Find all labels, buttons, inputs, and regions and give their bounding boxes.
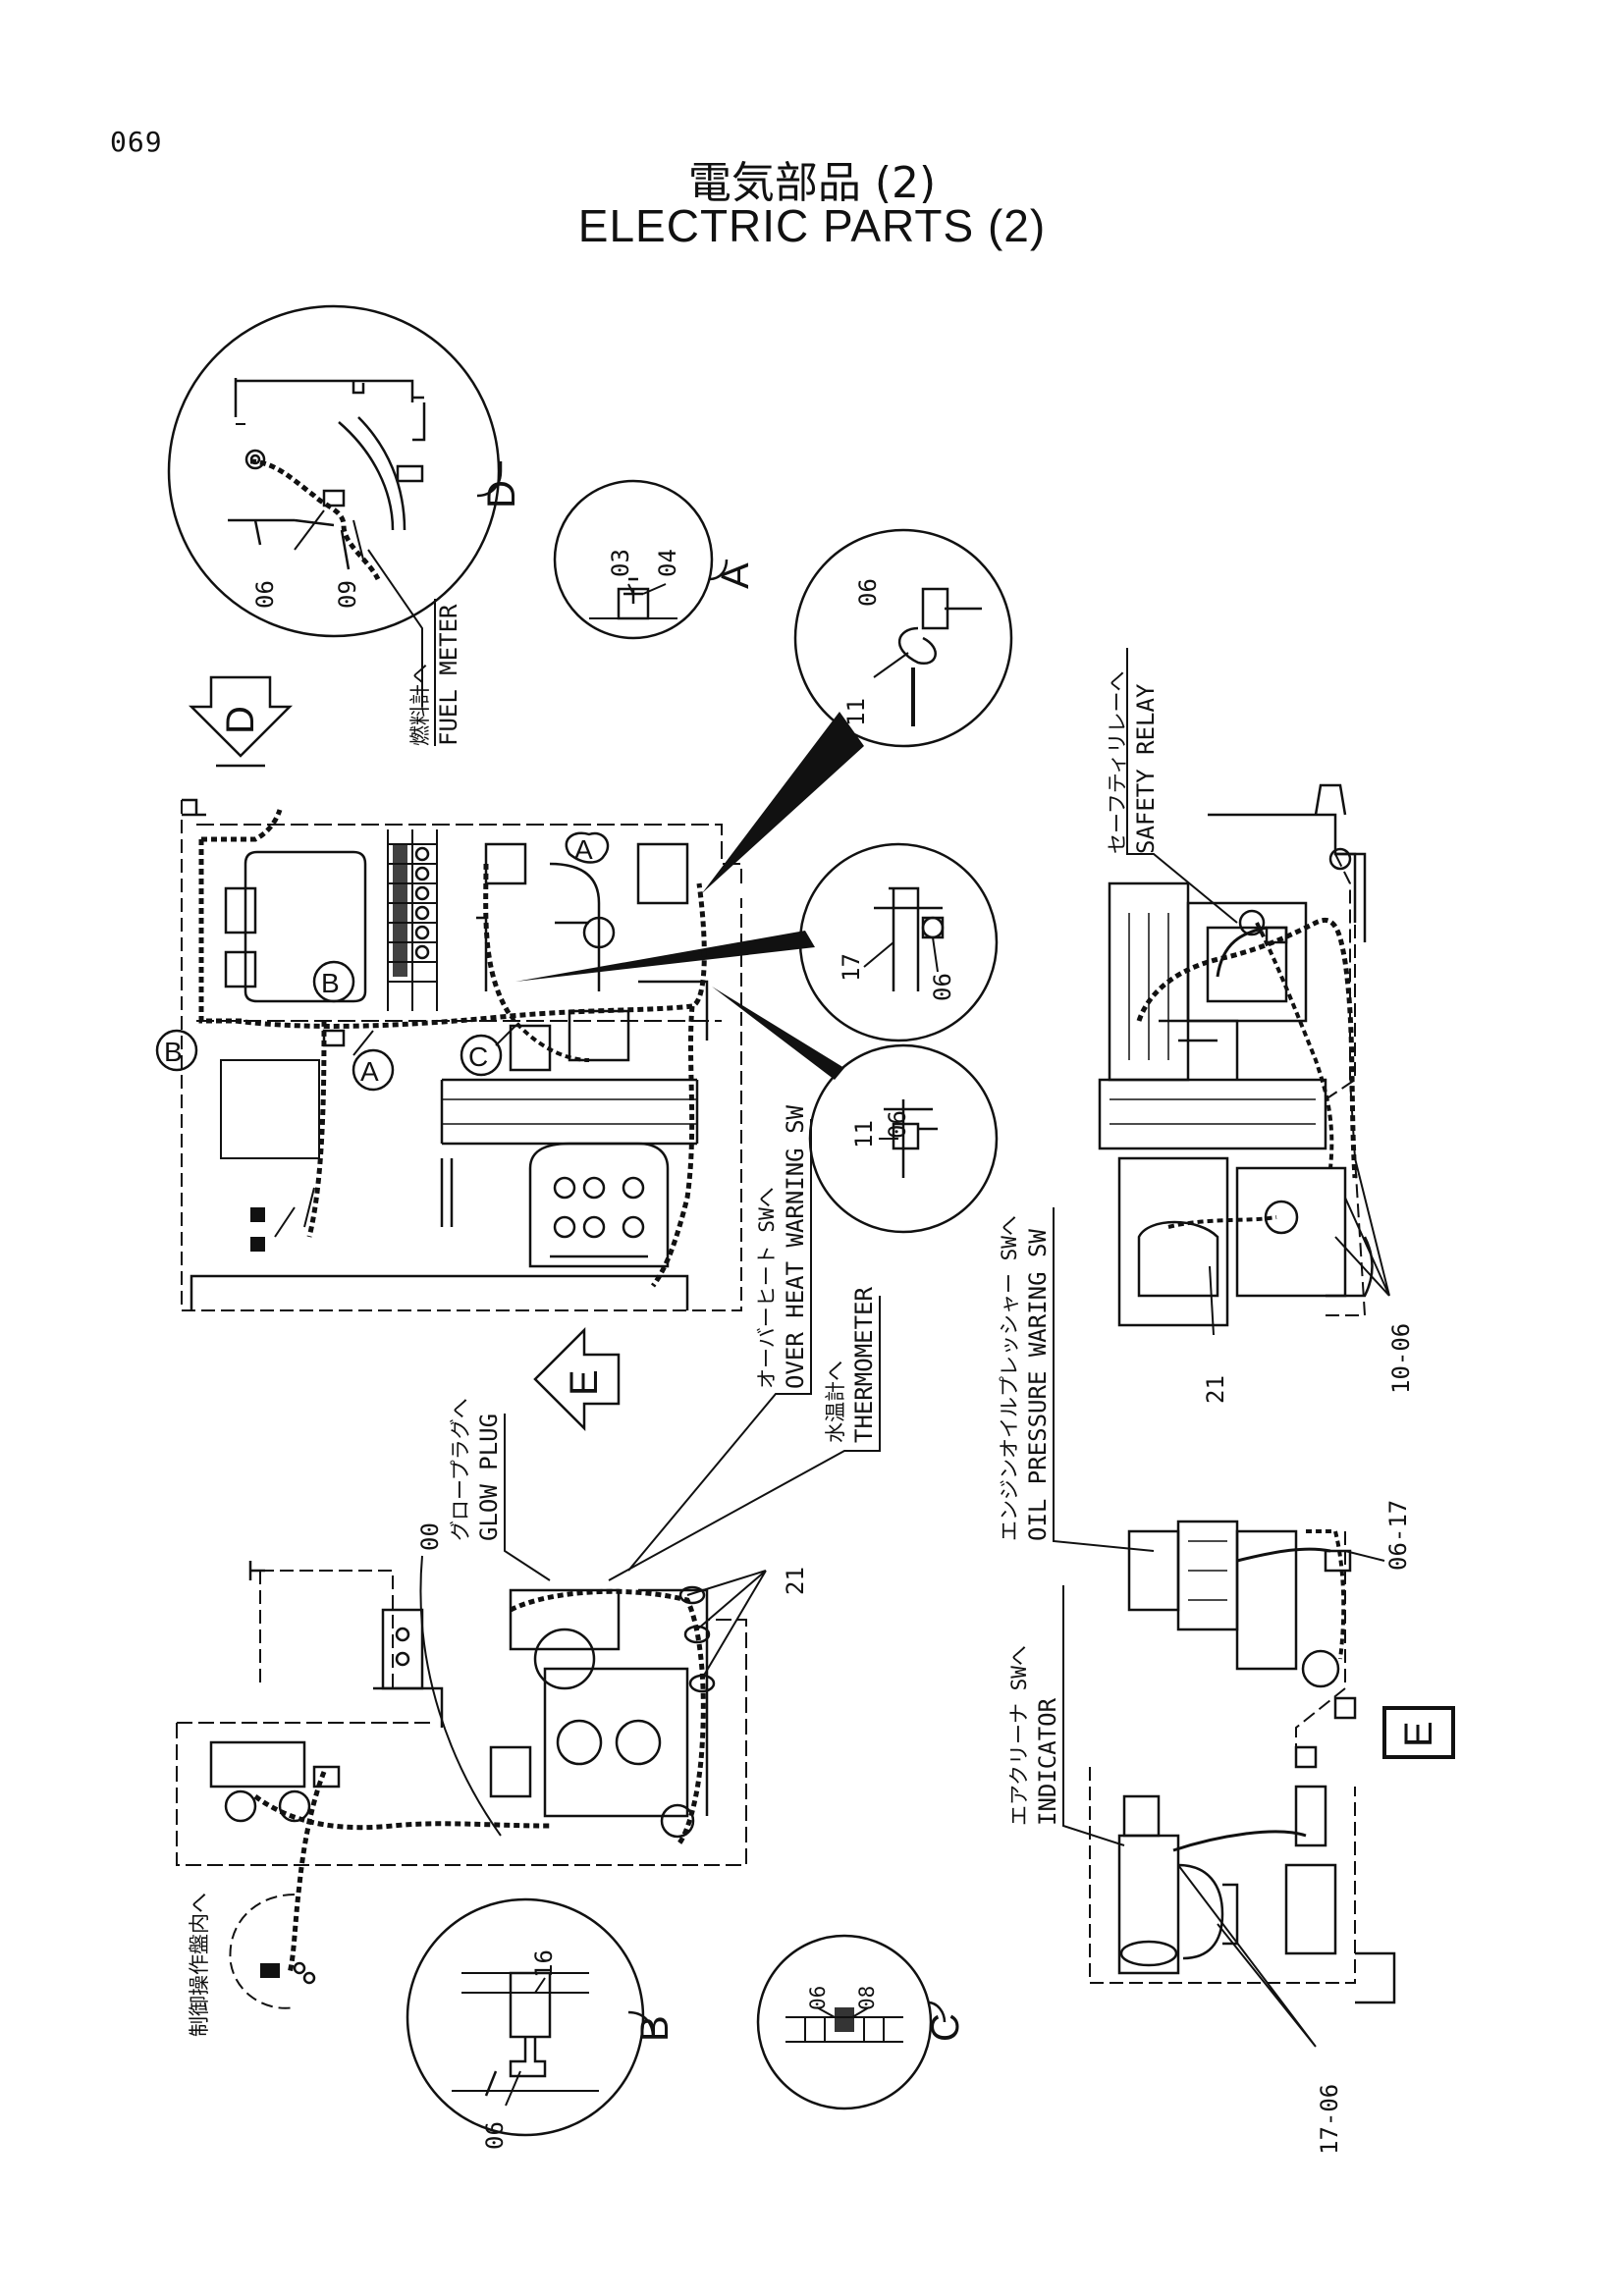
indicator-label: INDICATOR (1034, 1697, 1061, 1826)
over-heat-label-jp: オーバーヒート SWへ (755, 1187, 779, 1389)
view-d-arrow: D (188, 675, 294, 768)
part-00-callout: 00 (416, 1522, 444, 1551)
detail-3-part-06: 06 (884, 1110, 911, 1139)
right-engine-view: セーフティリレーへ SAFETY RELAY 21 10-06 (1098, 648, 1415, 1404)
main-callout-a: A (574, 834, 593, 865)
sensor-labels: オーバーヒート SWへ OVER HEAT WARNING SW 水温計へ TH… (416, 1104, 881, 1837)
main-callout-a2: A (360, 1056, 379, 1087)
oil-pressure-label: OIL PRESSURE WARING SW (1024, 1229, 1052, 1541)
indicator-label-jp: エアクリーナ SWへ (1007, 1645, 1031, 1826)
detail-2-view: 17 06 (515, 842, 999, 1042)
safety-relay-label: SAFETY RELAY (1132, 683, 1160, 854)
main-callout-b2: B (164, 1037, 183, 1067)
glow-plug-label: GLOW PLUG (475, 1414, 503, 1541)
main-top-view: A B B A C (155, 798, 742, 1311)
detail-d-part-06: 06 (251, 580, 279, 609)
detail-a-view: 03 04 A (553, 479, 757, 640)
thermometer-label-jp: 水温計へ (824, 1361, 847, 1443)
page-title: ELECTRIC PARTS (2) (577, 200, 1047, 251)
fuel-meter-label: FUEL METER (435, 604, 462, 746)
view-e-arrow: E (533, 1326, 621, 1432)
thermometer-label: THERMOMETER (850, 1287, 878, 1443)
page-title-japanese: 電気部品 (2) (687, 158, 937, 208)
part-10-06-callout: 10-06 (1387, 1323, 1415, 1394)
detail-b-part-06: 06 (481, 2121, 509, 2150)
part-17-06-callout: 17-06 (1316, 2084, 1343, 2155)
safety-relay-label-jp: セーフティリレーへ (1106, 671, 1129, 854)
detail-2-part-17: 17 (838, 953, 865, 982)
detail-d-view: D 06 09 燃料計へ FUEL METER (167, 304, 523, 746)
detail-b-part-16: 16 (530, 1949, 558, 1978)
part-21-callout: 21 (782, 1567, 809, 1595)
detail-a-part-03: 03 (607, 549, 634, 577)
oil-pressure-label-jp: エンジンオイルプレッシャー SWへ (998, 1215, 1021, 1541)
detail-d-part-09: 09 (334, 580, 361, 609)
detail-1-part-11: 11 (842, 698, 870, 726)
view-d-arrow-label: D (219, 706, 262, 734)
view-e-box: E (1382, 1706, 1455, 1759)
glow-plug-label-jp: グロープラグへ (449, 1398, 472, 1541)
fuel-meter-label-jp: 燃料計へ (408, 664, 432, 746)
part-21-right-callout: 21 (1202, 1375, 1229, 1404)
detail-3-part-11: 11 (850, 1120, 878, 1148)
view-e-arrow-label: E (563, 1369, 606, 1396)
detail-b-view: 16 06 B (406, 1897, 677, 2150)
detail-a-part-04: 04 (654, 549, 681, 577)
page-number: 069 (110, 126, 163, 158)
view-b-label: B (633, 2015, 677, 2042)
detail-1-view: 06 11 (702, 528, 1013, 893)
view-a-label: A (714, 562, 757, 589)
view-c-label: C (924, 2013, 967, 2042)
part-06-17-callout: 06-17 (1384, 1500, 1412, 1571)
air-cleaner-view: エアクリーナ SWへ INDICATOR 17-06 (1007, 1585, 1396, 2155)
control-panel-label: 制御操作盤内へ (188, 1893, 211, 2037)
detail-2-part-06: 06 (929, 973, 956, 1001)
main-callout-b: B (321, 968, 340, 998)
detail-c-part-06: 06 (806, 1986, 830, 2010)
detail-1-part-06: 06 (854, 578, 882, 607)
detail-c-view: 06 08 C (756, 1934, 967, 2110)
detail-c-part-08: 08 (855, 1986, 879, 2010)
side-view: 制御操作盤内へ 21 (176, 1561, 809, 2037)
over-heat-label: OVER HEAT WARNING SW (782, 1104, 809, 1389)
view-e-label: E (1397, 1721, 1440, 1747)
view-d-label: D (480, 480, 523, 508)
main-callout-c: C (468, 1041, 488, 1072)
oil-pressure-view: エンジンオイルプレッシャー SWへ OIL PRESSURE WARING SW… (998, 1207, 1412, 1769)
